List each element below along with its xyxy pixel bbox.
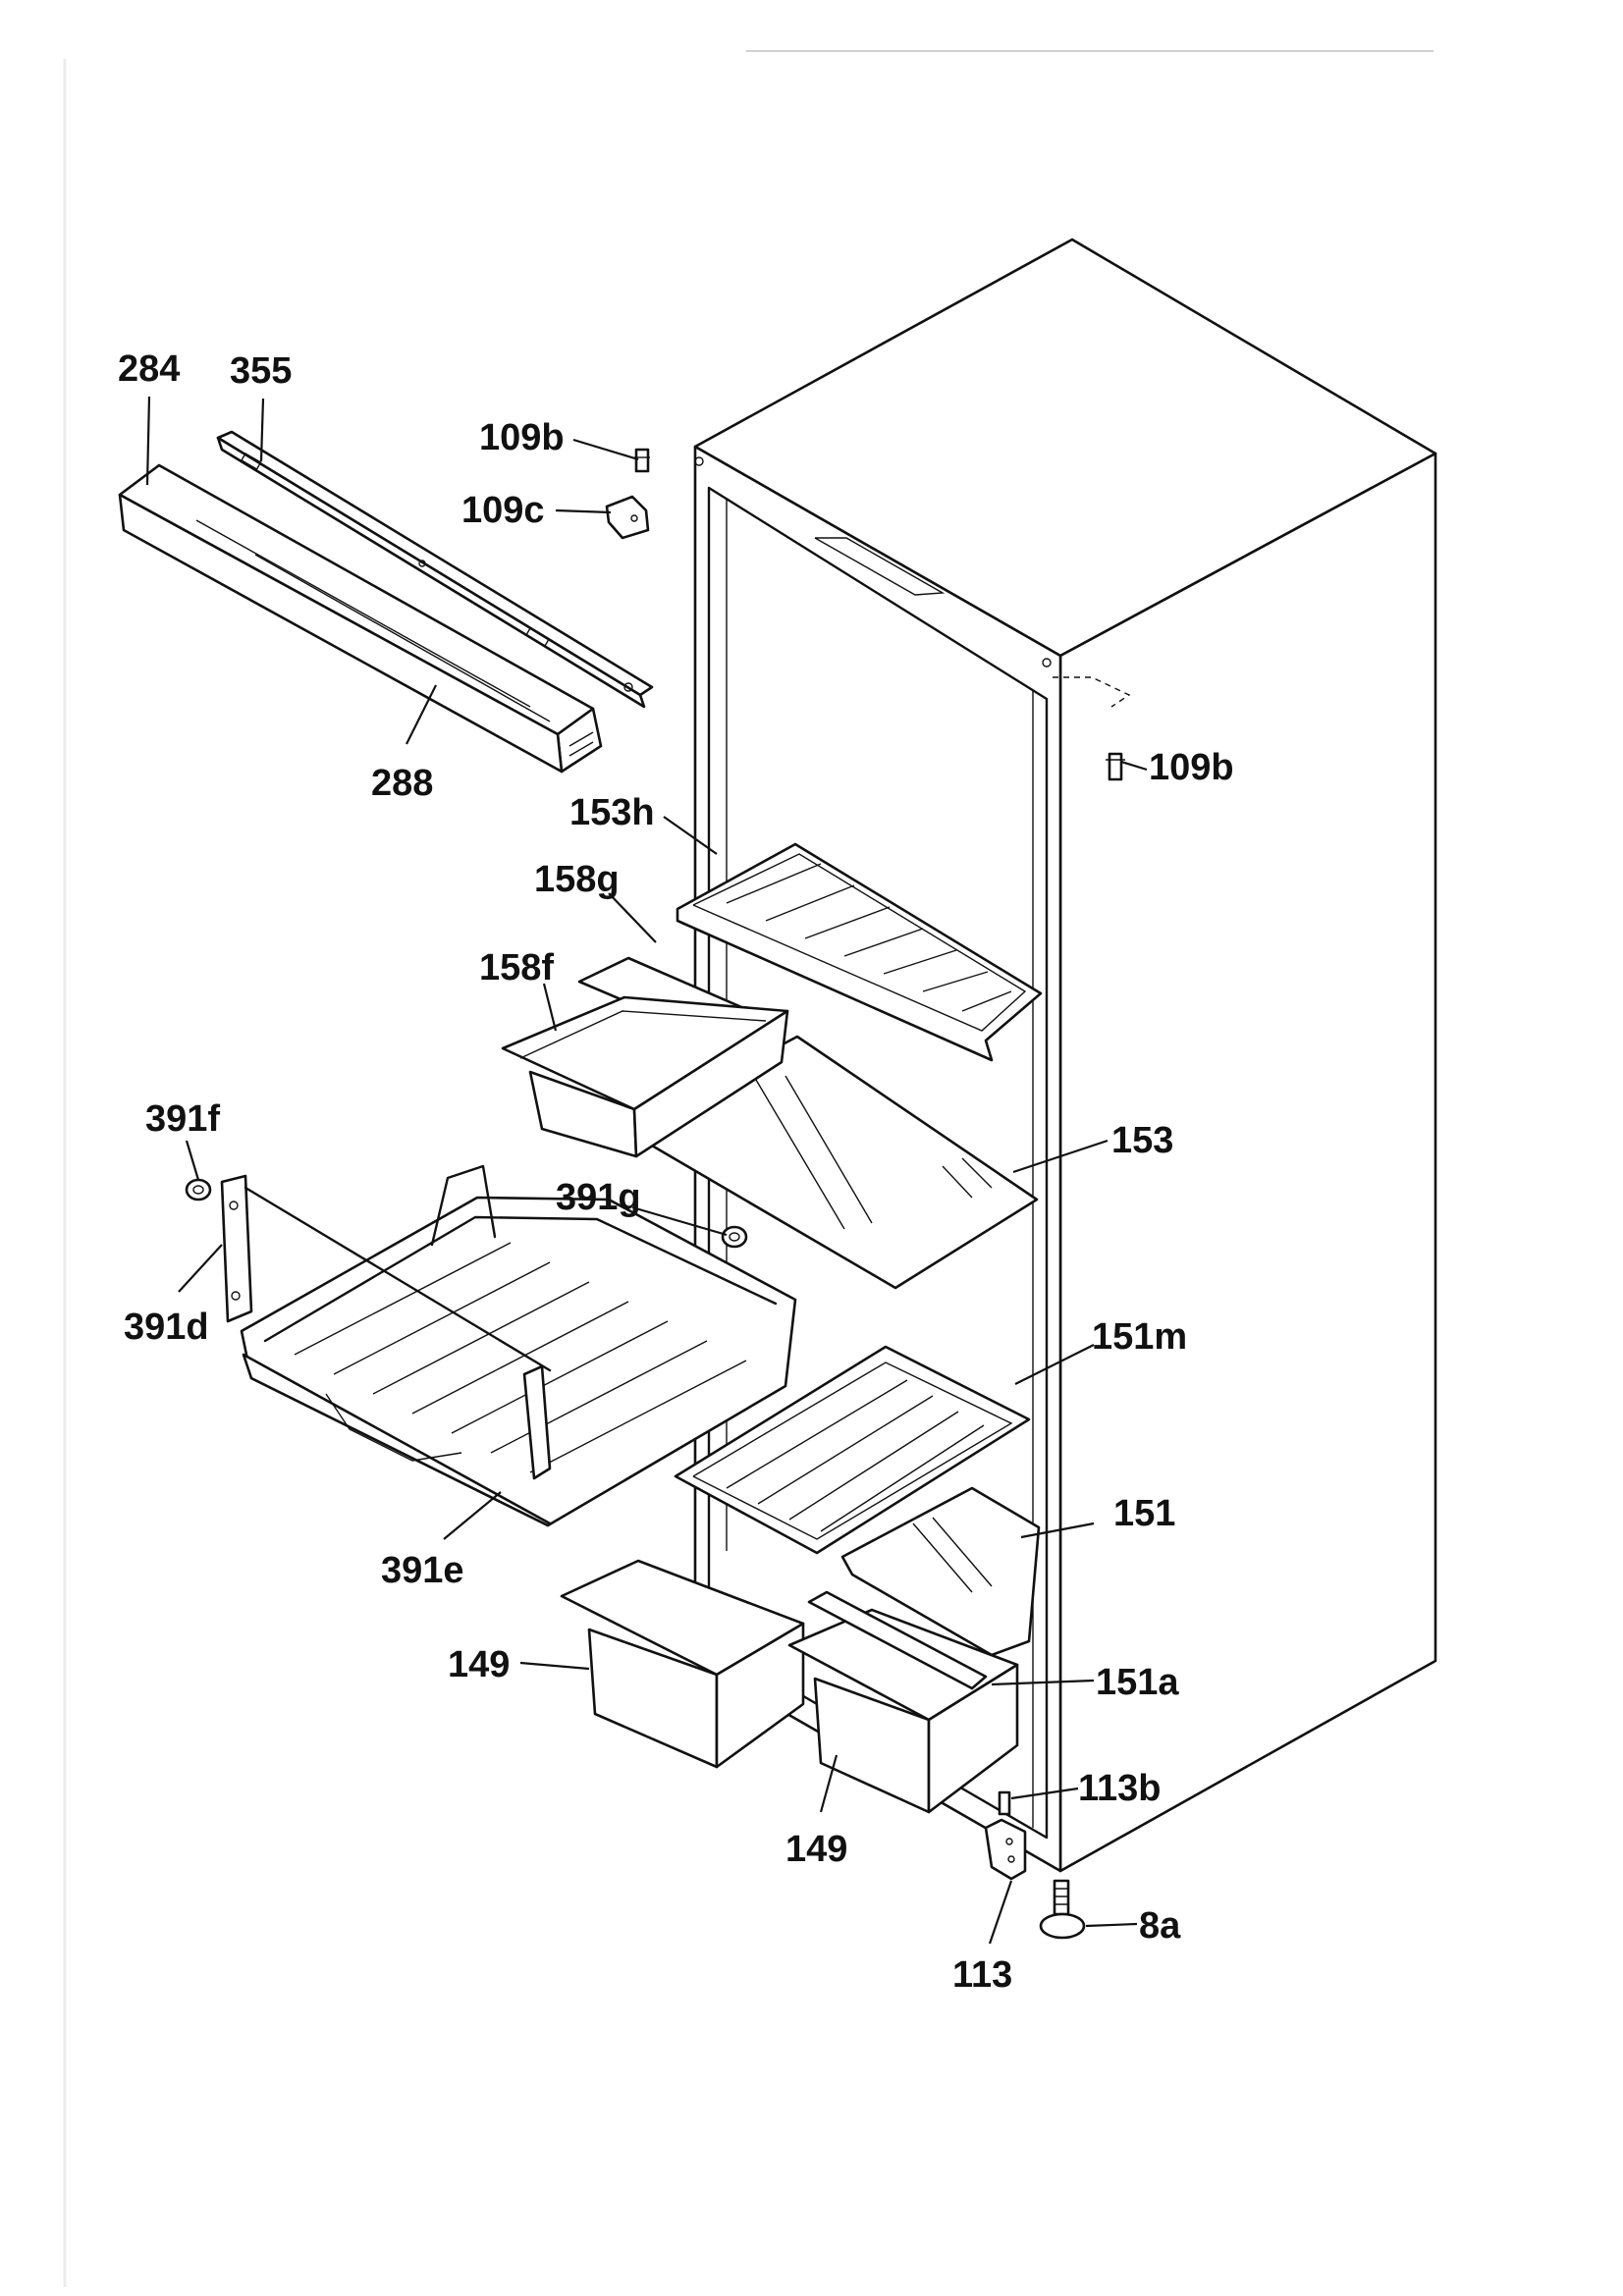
leader-153h [663,816,718,855]
leader-151m [1014,1344,1095,1385]
leader-109c [555,508,612,514]
leader-391g [631,1205,728,1237]
hinge-pin-113b [998,1790,1011,1816]
hinge-pin-109b-side [1106,752,1125,781]
label-284: 284 [118,348,180,390]
leader-149-left [519,1661,590,1671]
small-drawer-158f [501,995,789,1158]
label-109b-side: 109b [1149,747,1234,788]
label-153h: 153h [569,792,655,833]
knob-391g [721,1225,748,1249]
leader-355 [259,398,265,462]
crisper-side-391d [220,1174,253,1323]
label-149-left: 149 [448,1644,510,1685]
part-labels: 284 355 288 109b 109c 109b 153h 158g 158… [118,348,1234,1996]
label-109b-top: 109b [479,417,565,458]
leader-109b-top [572,438,639,461]
label-151a: 151a [1096,1662,1179,1703]
wire-shelf-151m [674,1345,1031,1555]
label-391e: 391e [381,1550,464,1591]
crisper-bracket-right [522,1364,552,1480]
leader-158g [608,892,657,943]
vegetable-drawer-149-right [787,1590,1019,1814]
label-158f: 158f [479,947,554,988]
leader-113b [1010,1787,1079,1800]
leader-153 [1012,1139,1109,1174]
bottom-hinge-113 [984,1818,1027,1881]
levelling-foot-8a [1039,1879,1086,1940]
label-109c: 109c [461,490,545,531]
leader-391f [185,1140,200,1181]
vegetable-drawer-149-left [560,1559,805,1769]
label-151m: 151m [1092,1316,1187,1358]
leader-149-bottom [819,1754,839,1813]
crisper-rail [243,1186,552,1372]
leader-109b-side [1120,760,1148,772]
label-113b: 113b [1078,1768,1162,1809]
top-trim-284 [118,463,603,774]
leader-8a [1085,1922,1138,1928]
label-149-bottom: 149 [785,1829,847,1870]
label-113: 113 [952,1954,1012,1996]
knob-391f [185,1178,212,1201]
leader-288 [406,684,437,745]
leader-158f [542,983,558,1032]
leader-391d [178,1244,223,1293]
label-158g: 158g [534,859,620,900]
hinge-bracket-109c [605,495,650,540]
label-391f: 391f [145,1098,220,1140]
leader-lines [145,396,1148,1945]
label-288: 288 [371,763,433,804]
crossbar-151a [807,1590,988,1690]
hinge-pin-109b-top [634,448,650,473]
label-153: 153 [1111,1120,1173,1161]
glass-shelf-151 [840,1486,1041,1657]
leader-391e [443,1491,502,1540]
label-391g: 391g [556,1177,641,1218]
label-355: 355 [230,350,292,392]
leader-151a [991,1679,1095,1686]
rail-355 [216,430,654,709]
leader-284 [145,396,151,486]
label-8a: 8a [1139,1905,1181,1947]
leader-151 [1020,1522,1095,1539]
leader-113 [988,1880,1013,1945]
label-391d: 391d [124,1307,209,1348]
wire-shelf-153h [676,842,1043,1062]
label-151: 151 [1113,1493,1175,1534]
crisper-drawer-391e [240,1164,797,1527]
